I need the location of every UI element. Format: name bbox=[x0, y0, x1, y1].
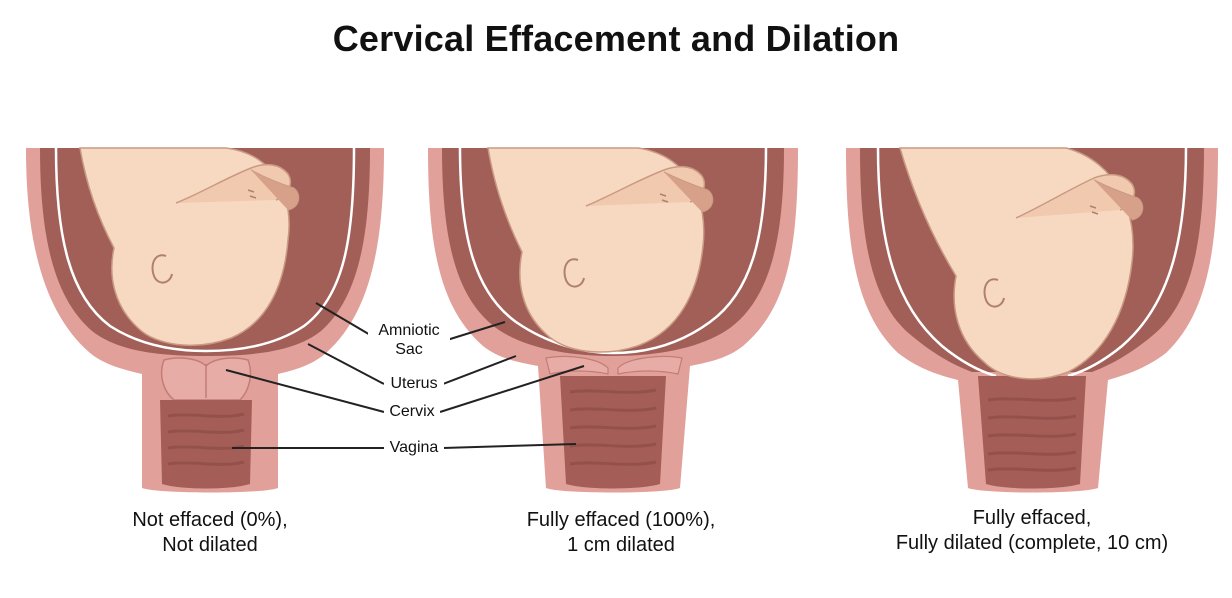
caption-3-line1: Fully effaced, bbox=[972, 507, 1092, 529]
panel-fully-dilated bbox=[846, 147, 1218, 493]
caption-3-line2: Fully dilated (complete, 10 cm) bbox=[895, 532, 1169, 554]
leader-uterus-left bbox=[307, 343, 385, 385]
panel-not-effaced bbox=[26, 147, 384, 493]
baby-ear bbox=[983, 278, 1005, 308]
leader-amniotic-right bbox=[446, 321, 506, 341]
caption-2-line2: 1 cm dilated bbox=[567, 534, 675, 556]
vagina bbox=[560, 376, 666, 489]
label-uterus: Uterus bbox=[384, 374, 444, 393]
amniotic-sac bbox=[876, 147, 1188, 378]
leader-amniotic-left bbox=[315, 302, 373, 337]
caption-2-line1: Fully effaced (100%), bbox=[526, 509, 716, 531]
label-vagina: Vagina bbox=[384, 438, 444, 457]
label-amniotic-sac: Amniotic Sac bbox=[368, 321, 450, 359]
caption-1-line1: Not effaced (0%), bbox=[132, 509, 288, 531]
leader-uterus-right bbox=[442, 355, 517, 385]
leader-vagina-right bbox=[442, 443, 577, 449]
caption-panel-3: Fully effaced, Fully dilated (complete, … bbox=[872, 506, 1192, 556]
caption-1-line2: Not dilated bbox=[162, 534, 258, 556]
baby-ear bbox=[151, 254, 173, 284]
panel-fully-effaced bbox=[428, 147, 798, 493]
label-cervix: Cervix bbox=[384, 402, 440, 421]
vagina bbox=[978, 376, 1086, 489]
caption-panel-2: Fully effaced (100%), 1 cm dilated bbox=[461, 508, 781, 558]
leader-cervix-left bbox=[225, 369, 385, 413]
label-amniotic-line2: Sac bbox=[395, 341, 423, 358]
amniotic-sac bbox=[458, 147, 768, 355]
page-title: Cervical Effacement and Dilation bbox=[332, 18, 900, 59]
baby-ear bbox=[563, 258, 585, 288]
leader-lines bbox=[225, 302, 585, 449]
caption-panel-1: Not effaced (0%), Not dilated bbox=[50, 508, 370, 558]
leader-cervix-right bbox=[439, 365, 585, 413]
label-amniotic-line1: Amniotic bbox=[378, 322, 440, 339]
vagina bbox=[160, 400, 252, 489]
amniotic-sac bbox=[54, 147, 356, 353]
